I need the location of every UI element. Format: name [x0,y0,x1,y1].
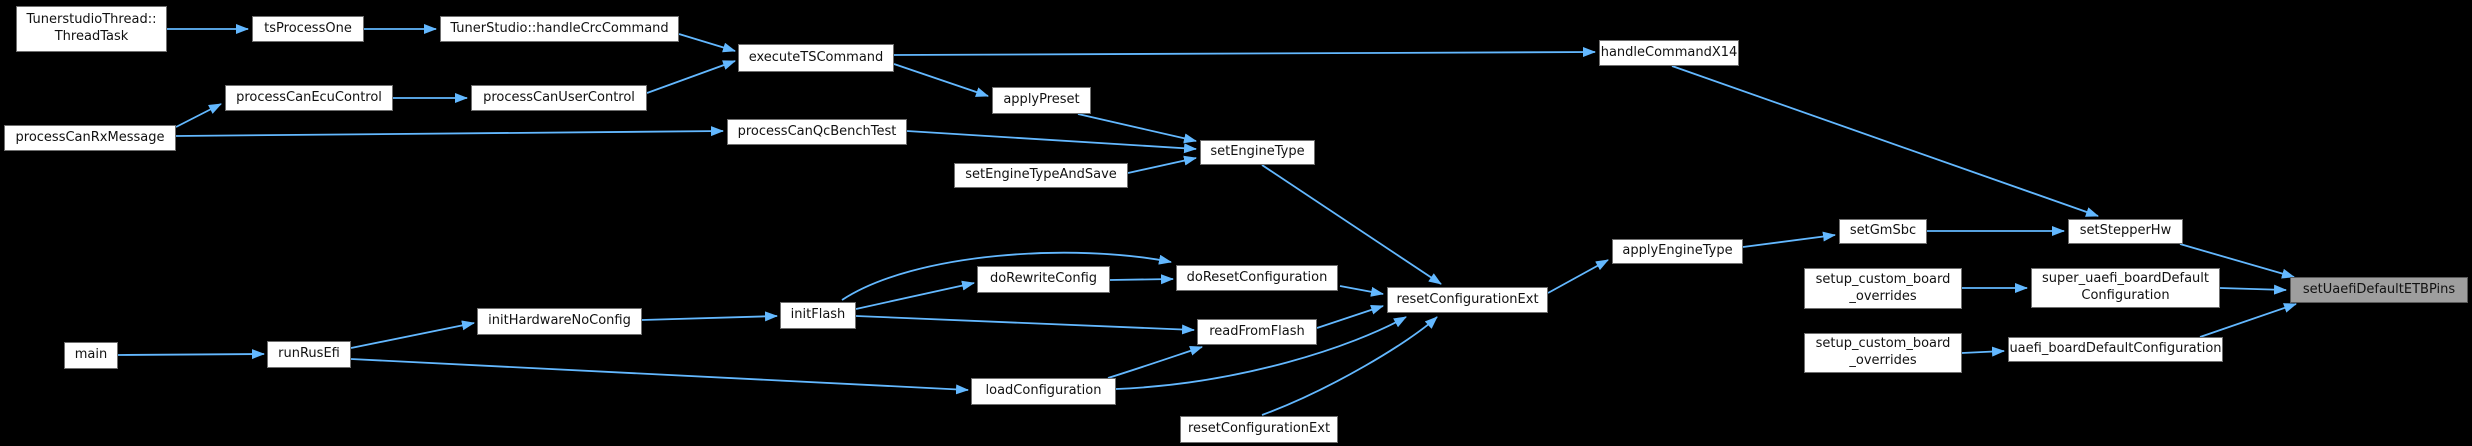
node-execute-ts-command[interactable]: executeTSCommand [738,44,894,72]
edge-set-engine-type-and-save-to-set-engine-type [1127,155,1197,174]
edge-main-to-run-rus-efi [117,349,265,360]
edge-execute-ts-command-to-handle-command-x14 [893,47,1596,58]
edge-setup-custom-board-overrides-2-to-uaefi-board-default-configuration [1961,346,2005,357]
node-uaefi-board-default-configuration[interactable]: uaefi_boardDefaultConfiguration [2008,337,2223,362]
node-read-from-flash[interactable]: readFromFlash [1197,319,1317,345]
edge-apply-engine-type-to-set-gm-sbc [1742,231,1836,248]
node-tunerstudio-handle-crc-command[interactable]: TunerStudio::handleCrcCommand [440,16,679,42]
node-process-can-rx-message[interactable]: processCanRxMessage [4,125,176,151]
node-process-can-qc-bench-test[interactable]: processCanQcBenchTest [727,119,907,145]
node-process-can-ecu-control[interactable]: processCanEcuControl [225,85,393,111]
node-apply-engine-type[interactable]: applyEngineType [1612,239,1743,264]
node-set-gm-sbc[interactable]: setGmSbc [1839,219,1927,244]
node-reset-configuration-ext[interactable]: resetConfigurationExt [1387,287,1548,313]
edge-process-can-qc-bench-test-to-set-engine-type [906,130,1197,154]
edge-set-stepper-hw-to-set-uaefi-default-etb-pins [2179,243,2295,279]
node-set-uaefi-default-etb-pins: setUaefiDefaultETBPins [2290,277,2468,303]
edge-reset-configuration-ext-to-apply-engine-type [1547,259,1609,294]
node-process-can-user-control[interactable]: processCanUserControl [471,85,647,111]
node-set-engine-type[interactable]: setEngineType [1200,140,1315,165]
node-reset-configuration-ext-2[interactable]: resetConfigurationExt [1180,416,1338,443]
node-super-uaefi-board-default-configuration[interactable]: super_uaefi_boardDefault Configuration [2031,268,2220,308]
node-main[interactable]: main [64,342,118,369]
node-set-engine-type-and-save[interactable]: setEngineTypeAndSave [954,163,1128,188]
edge-uaefi-board-default-configuration-to-set-uaefi-default-etb-pins [2199,303,2297,338]
node-ts-process-one[interactable]: tsProcessOne [252,16,364,42]
node-setup-custom-board-overrides-2[interactable]: setup_custom_board _overrides [1804,333,1962,373]
node-init-hardware-no-config[interactable]: initHardwareNoConfig [477,308,642,335]
edge-execute-ts-command-to-apply-preset [893,63,989,97]
edge-handle-command-x14-to-set-stepper-hw [1671,65,2099,217]
node-tunerstudio-thread-task[interactable]: TunerstudioThread:: ThreadTask [16,6,167,52]
node-set-stepper-hw[interactable]: setStepperHw [2068,219,2183,244]
edge-do-rewrite-config-to-do-reset-configuration [1109,274,1174,285]
node-load-configuration[interactable]: loadConfiguration [971,378,1116,405]
edge-init-flash-to-do-rewrite-config [855,280,975,310]
node-init-flash[interactable]: initFlash [780,302,856,329]
node-apply-preset[interactable]: applyPreset [992,87,1091,114]
edge-process-can-rx-message-to-process-can-ecu-control [175,103,222,128]
edge-handle-crc-command-to-execute-ts-command [678,33,736,53]
edge-init-flash-to-do-reset-configuration [841,251,1172,301]
node-do-reset-configuration[interactable]: doResetConfiguration [1176,265,1338,291]
edge-init-hardware-no-config-to-init-flash [641,311,778,322]
edge-apply-preset-to-set-engine-type [1077,113,1197,144]
edge-run-rus-efi-to-load-configuration [350,358,969,395]
edge-process-can-rx-message-to-process-can-qc-bench-test [175,126,724,137]
edge-load-configuration-to-read-from-flash [1107,346,1203,379]
edge-process-can-user-control-to-execute-ts-command [646,60,736,94]
edge-super-uaefi-board-default-configuration-to-set-uaefi-default-etb-pins [2219,284,2287,295]
node-run-rus-efi[interactable]: runRusEfi [267,341,351,368]
edge-set-engine-type-to-reset-configuration-ext [1261,164,1442,285]
edge-reset-configuration-ext-2-to-reset-configuration-ext [1261,316,1438,416]
node-handle-command-x14[interactable]: handleCommandX14 [1599,40,1739,66]
edge-do-reset-configuration-to-reset-configuration-ext [1339,285,1384,297]
edge-init-flash-to-read-from-flash [855,315,1195,335]
node-do-rewrite-config[interactable]: doRewriteConfig [977,266,1110,293]
edge-run-rus-efi-to-init-hardware-no-config [350,320,475,349]
edge-load-configuration-to-reset-configuration-ext [1115,316,1407,390]
edge-read-from-flash-to-reset-configuration-ext [1316,305,1384,329]
node-setup-custom-board-overrides-1[interactable]: setup_custom_board _overrides [1804,268,1962,309]
